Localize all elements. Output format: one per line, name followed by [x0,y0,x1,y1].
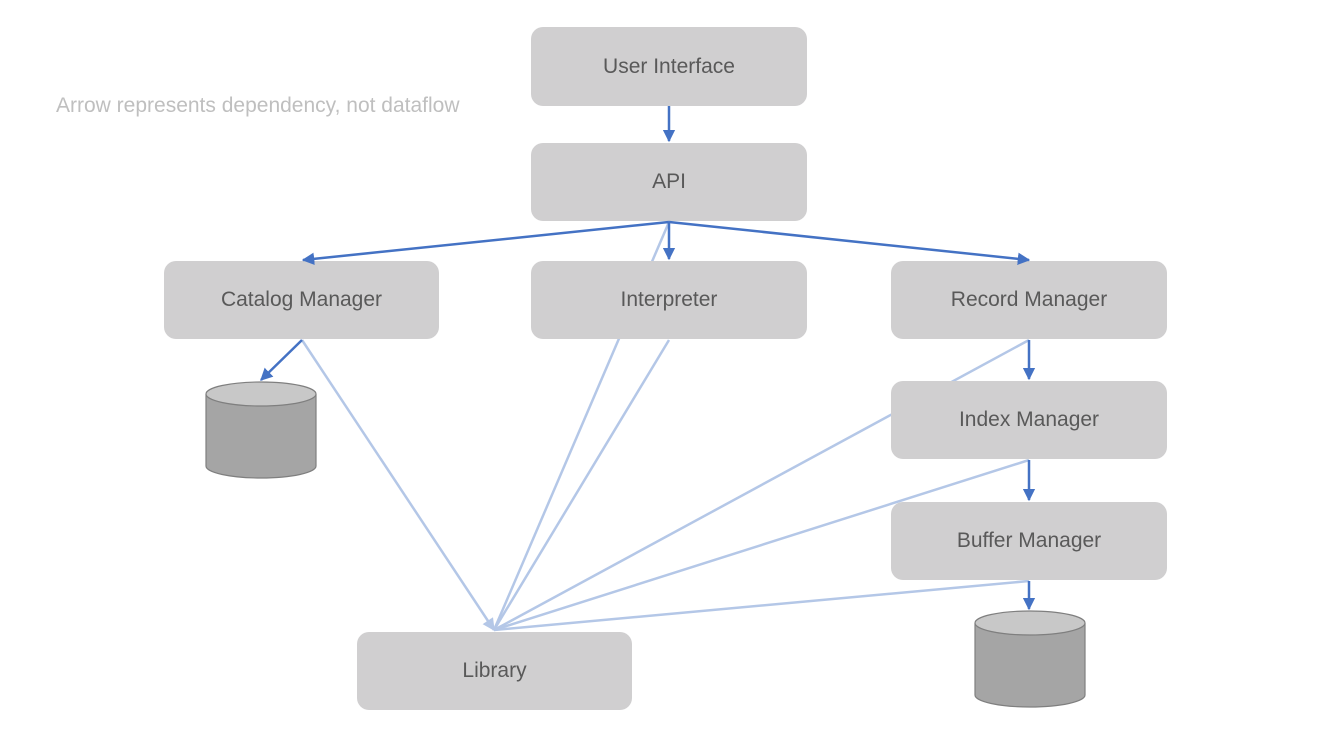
arrow-api-to-catalog [301,220,670,266]
catalog-manager-node: Catalog Manager [164,261,439,339]
link-buffer-to-library [493,579,1030,632]
link-index-to-library [493,458,1030,632]
link-interpreter-to-library [492,339,671,631]
index-manager-node: Index Manager [891,381,1167,459]
arrow-catalog-to-database [260,339,303,381]
arrow-api-to-record [668,220,1031,266]
record-manager-node: Record Manager [891,261,1167,339]
library-node: Library [357,632,632,710]
catalog-database-icon [205,381,317,479]
api-node: API [531,143,807,221]
user-interface-node: User Interface [531,27,807,106]
link-catalog-to-library [300,339,496,632]
buffer-database-icon [974,610,1086,708]
interpreter-node: Interpreter [531,261,807,339]
buffer-manager-node: Buffer Manager [891,502,1167,580]
legend-note: Arrow represents dependency, not dataflo… [56,94,460,117]
